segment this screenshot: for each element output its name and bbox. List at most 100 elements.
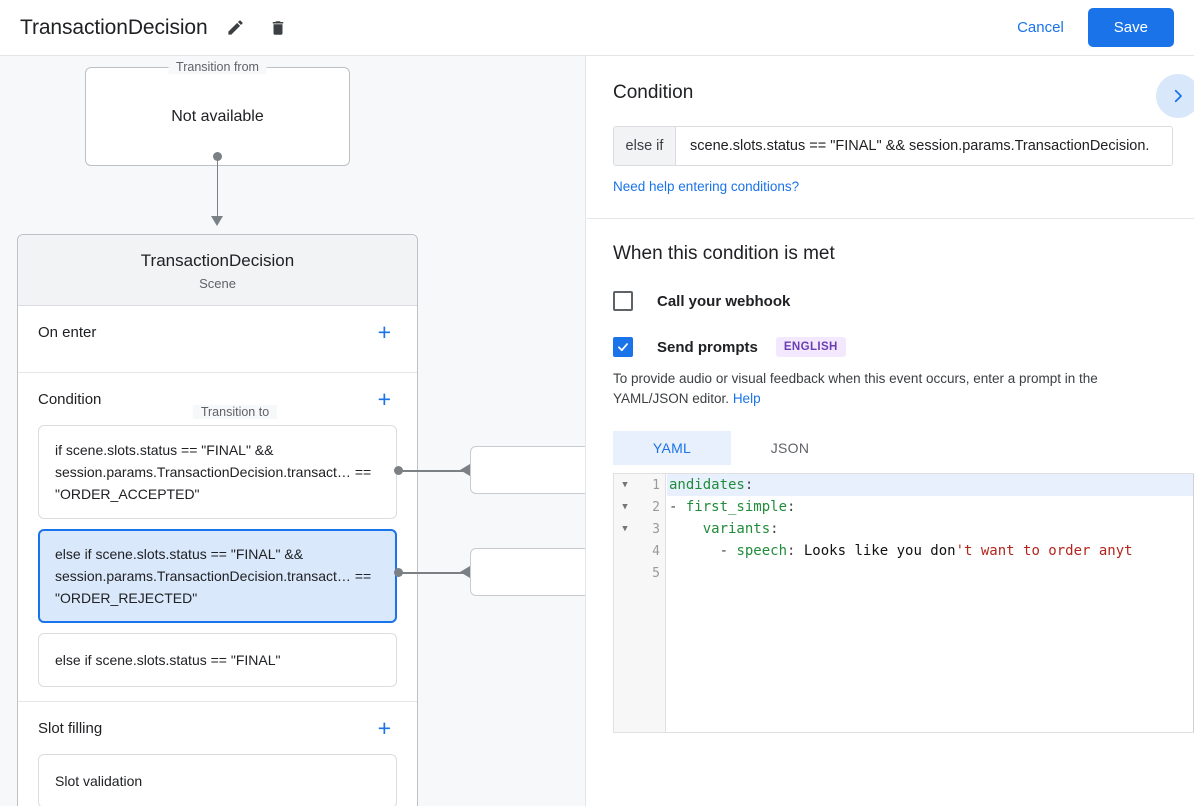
- prompts-helper-text: To provide audio or visual feedback when…: [613, 369, 1168, 409]
- scene-type: Scene: [199, 276, 236, 291]
- transition-from-value: Not available: [171, 107, 264, 125]
- code-token-punct: :: [787, 543, 804, 559]
- code-token-string: 't want to order anyt: [955, 543, 1133, 559]
- condition-rejected-target-box[interactable]: [470, 548, 585, 596]
- page-title: TransactionDecision: [20, 15, 208, 39]
- code-line-2: - first_simple:: [667, 496, 1194, 518]
- section-on-enter: On enter +: [18, 306, 417, 373]
- send-prompts-label: Send prompts: [657, 338, 758, 356]
- editor-code-area[interactable]: andidates: - first_simple: variants: - s…: [667, 474, 1194, 732]
- fold-toggle-icon[interactable]: ▼: [622, 502, 628, 512]
- section-condition-header: Condition +: [38, 373, 397, 425]
- condition-help-link[interactable]: Need help entering conditions?: [613, 179, 800, 194]
- code-token-punct: :: [787, 499, 796, 515]
- scene-card: Transition to TransactionDecision Scene …: [17, 234, 418, 806]
- code-token-key: first_simple: [685, 499, 788, 515]
- transition-to-legend: Transition to: [192, 405, 278, 419]
- transition-from-legend: Transition from: [168, 60, 267, 74]
- language-badge: ENGLISH: [775, 337, 846, 357]
- condition-card-final[interactable]: else if scene.slots.status == "FINAL": [38, 633, 397, 687]
- save-button[interactable]: Save: [1087, 8, 1174, 47]
- scene-name: TransactionDecision: [140, 251, 295, 270]
- scene-card-header: TransactionDecision Scene: [18, 235, 417, 306]
- tab-json[interactable]: JSON: [770, 440, 810, 456]
- gutter-line: ▼ 3: [614, 518, 665, 540]
- gutter-line: ▼ 2: [614, 496, 665, 518]
- delete-trash-icon[interactable]: [264, 14, 292, 42]
- condition-accepted-target-box[interactable]: [470, 446, 585, 494]
- section-condition-title: Condition: [38, 390, 102, 408]
- condition-panel-top: Condition else if Need help entering con…: [587, 56, 1194, 196]
- editor-format-tabs: YAML JSON: [613, 431, 1168, 465]
- code-token-key: variants: [702, 521, 771, 537]
- send-prompts-row: Send prompts ENGLISH: [613, 337, 1168, 357]
- prompts-helper-sentence: To provide audio or visual feedback when…: [613, 371, 1098, 406]
- panel-divider: [587, 218, 1194, 219]
- gutter-line: ▼ 1: [614, 474, 665, 496]
- fold-toggle-icon[interactable]: ▼: [622, 524, 628, 534]
- condition-input-row: else if: [613, 126, 1173, 166]
- transition-arrow-head: [211, 216, 223, 226]
- editor-gutter: ▼ 1 ▼ 2 ▼ 3 4: [614, 474, 666, 732]
- expand-panel-button[interactable]: [1156, 74, 1194, 118]
- gutter-line: 5: [614, 562, 665, 584]
- yaml-code-editor[interactable]: ▼ 1 ▼ 2 ▼ 3 4: [613, 473, 1194, 733]
- tab-yaml[interactable]: YAML: [613, 431, 731, 465]
- line-number: 1: [652, 477, 660, 493]
- section-slot-filling-title: Slot filling: [38, 719, 103, 737]
- send-prompts-checkbox[interactable]: [613, 337, 633, 357]
- condition-accepted-out-line: [399, 470, 467, 472]
- gutter-line: 4: [614, 540, 665, 562]
- code-token-punct: :: [770, 521, 779, 537]
- condition-accepted-arrow-head: [460, 464, 470, 476]
- trash-icon: [272, 20, 283, 35]
- fold-toggle-icon[interactable]: ▼: [622, 480, 628, 490]
- transition-connector-line: [216, 156, 218, 222]
- condition-panel-title: Condition: [613, 82, 694, 103]
- slot-validation-card[interactable]: Slot validation: [38, 754, 397, 806]
- condition-accepted-out-dot: [394, 466, 403, 475]
- section-on-enter-header: On enter +: [38, 306, 397, 358]
- code-line-1: andidates:: [667, 474, 1194, 496]
- line-number: 3: [652, 521, 660, 537]
- call-webhook-label: Call your webhook: [657, 292, 791, 310]
- section-condition: Condition + if scene.slots.status == "FI…: [18, 373, 417, 702]
- code-token-plain: Looks like you don: [803, 543, 956, 559]
- scene-canvas: Transition from Not available Transition…: [0, 56, 586, 806]
- cancel-button[interactable]: Cancel: [1001, 10, 1080, 45]
- condition-card-rejected[interactable]: else if scene.slots.status == "FINAL" &&…: [38, 529, 397, 623]
- code-token-punct: -: [669, 543, 737, 559]
- code-line-3: variants:: [667, 518, 1194, 540]
- code-token-punct: -: [669, 499, 686, 515]
- prompts-help-link[interactable]: Help: [732, 391, 761, 406]
- code-token-key: speech: [736, 543, 788, 559]
- check-icon: [618, 343, 628, 352]
- section-slot-filling-header: Slot filling +: [38, 702, 397, 754]
- section-on-enter-title: On enter: [38, 323, 97, 341]
- condition-expression-input[interactable]: [676, 127, 1172, 165]
- add-condition-button[interactable]: +: [377, 385, 391, 412]
- condition-panel-bottom: When this condition is met Call your web…: [587, 219, 1194, 733]
- when-condition-met-heading: When this condition is met: [613, 243, 835, 264]
- add-on-enter-button[interactable]: +: [377, 318, 391, 345]
- line-number: 4: [652, 543, 660, 559]
- add-slot-filling-button[interactable]: +: [377, 714, 391, 741]
- code-line-4: - speech: Looks like you don't want to o…: [667, 540, 1194, 562]
- edit-pencil-icon[interactable]: [222, 14, 250, 42]
- app-header: TransactionDecision Cancel Save: [0, 0, 1194, 56]
- condition-prefix-label: else if: [614, 127, 676, 165]
- line-number: 5: [652, 565, 660, 581]
- code-token-punct: [669, 521, 703, 537]
- condition-rejected-out-dot: [394, 568, 403, 577]
- chevron-right-icon: [1174, 89, 1182, 103]
- condition-rejected-out-line: [399, 572, 467, 574]
- code-token-punct: :: [744, 477, 754, 493]
- call-webhook-checkbox[interactable]: [613, 291, 633, 311]
- pencil-icon: [228, 20, 243, 35]
- line-number: 2: [652, 499, 660, 515]
- condition-card-accepted[interactable]: if scene.slots.status == "FINAL" && sess…: [38, 425, 397, 519]
- code-token-key: andidates: [669, 477, 745, 493]
- condition-rejected-arrow-head: [460, 566, 470, 578]
- webhook-row: Call your webhook: [613, 291, 1168, 311]
